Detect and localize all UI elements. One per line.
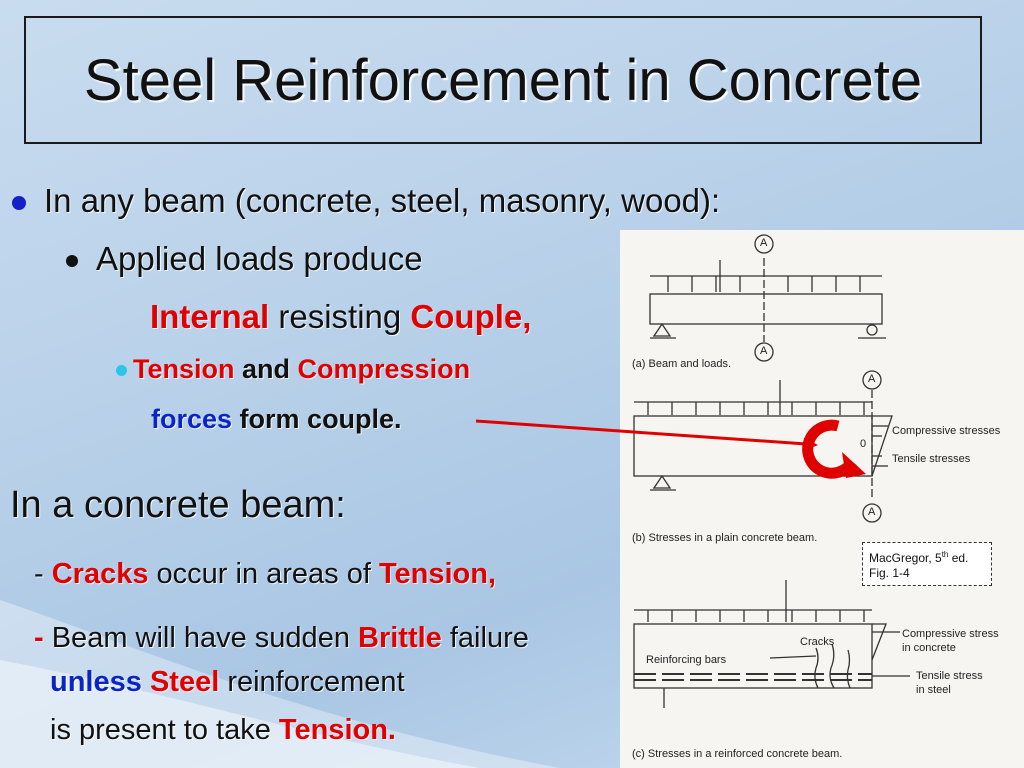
section-a-label-bottom: A [760,345,768,357]
beam-diagram [633,234,910,708]
beam-figure: A A A A 0 (a) Beam and loads. Compressiv… [620,230,1024,768]
bullet-dot-icon [66,255,78,268]
brittle-text: Brittle [358,622,442,654]
sudden-text: Beam will have sudden [51,622,359,654]
steel-text: Steel [149,666,220,698]
section-a-label-b-top: A [868,373,876,385]
forces-line: forces form couple. [151,404,402,435]
caption-a: (a) Beam and loads. [632,358,732,370]
title-box: Steel Reinforcement in Concrete [24,16,982,144]
reinforcement-text: reinforcement [219,666,405,698]
citation-figure: Fig. 1-4 [869,566,910,580]
bullet-dot-icon [116,365,127,377]
cracks-line: - Cracks occur in areas of Tension, [34,558,496,591]
brittle-line: - Beam will have sudden Brittle failure [34,622,529,655]
tensile-stress-label-1: Tensile stress [916,670,983,682]
compressive-stress-label-1: Compressive stress [902,628,999,640]
citation-box: MacGregor, 5th ed. Fig. 1-4 [862,542,992,586]
compressive-stresses-label: Compressive stresses [892,425,1001,437]
slide-title: Steel Reinforcement in Concrete [83,47,923,113]
present-line: is present to take Tension. [50,714,396,747]
bullet-text: In any beam (concrete, steel, masonry, w… [44,182,721,219]
form-couple-text: form couple. [232,404,402,434]
tensile-stresses-label: Tensile stresses [892,453,971,465]
present-text: is present to take [50,714,279,746]
occur-text: occur in areas of [148,558,379,590]
dash-text: - [34,622,52,654]
reinforcing-bars-label: Reinforcing bars [646,654,727,666]
section-a-label-b-bottom: A [868,506,876,518]
citation-edition: ed. [948,551,969,565]
forces-text: forces [151,404,233,434]
dash-text: - [34,558,52,590]
load-arrows-a [667,276,861,292]
section-a-label-top: A [760,237,768,249]
tension-text: Tension [133,354,235,384]
failure-text: failure [441,622,529,654]
tension-text: Tension. [278,714,396,746]
section-heading: In a concrete beam: [10,484,346,526]
unless-line: unless Steel reinforcement [50,666,405,699]
compressive-stress-label-2: in concrete [902,642,956,654]
tension-text: Tension [378,558,488,590]
citation-author: MacGregor, 5 [869,551,942,565]
compression-text: Compression [297,354,471,384]
bullet-level2: Applied loads produce [66,240,423,278]
tensile-stress-label-2: in steel [916,684,951,696]
bullet-text: Applied loads produce [96,240,423,277]
caption-c: (c) Stresses in a reinforced concrete be… [632,748,843,760]
and-text: and [234,354,298,384]
internal-text: Internal [150,298,270,335]
zero-label: 0 [860,438,867,450]
couple-text: Couple, [410,298,532,335]
bullet-level3: Tension and Compression [116,354,470,385]
cracks-label: Cracks [800,636,835,648]
internal-couple-line: Internal resisting Couple, [150,298,531,336]
caption-b: (b) Stresses in a plain concrete beam. [632,532,818,544]
moment-couple-icon [802,419,866,479]
bullet-dot-icon [12,196,26,211]
unless-text: unless [50,666,150,698]
cracks-text: Cracks [51,558,149,590]
resisting-text: resisting [269,298,411,335]
citation-sup: th [941,550,949,559]
bullet-level1: In any beam (concrete, steel, masonry, w… [12,182,720,220]
comma-text: , [488,558,497,590]
